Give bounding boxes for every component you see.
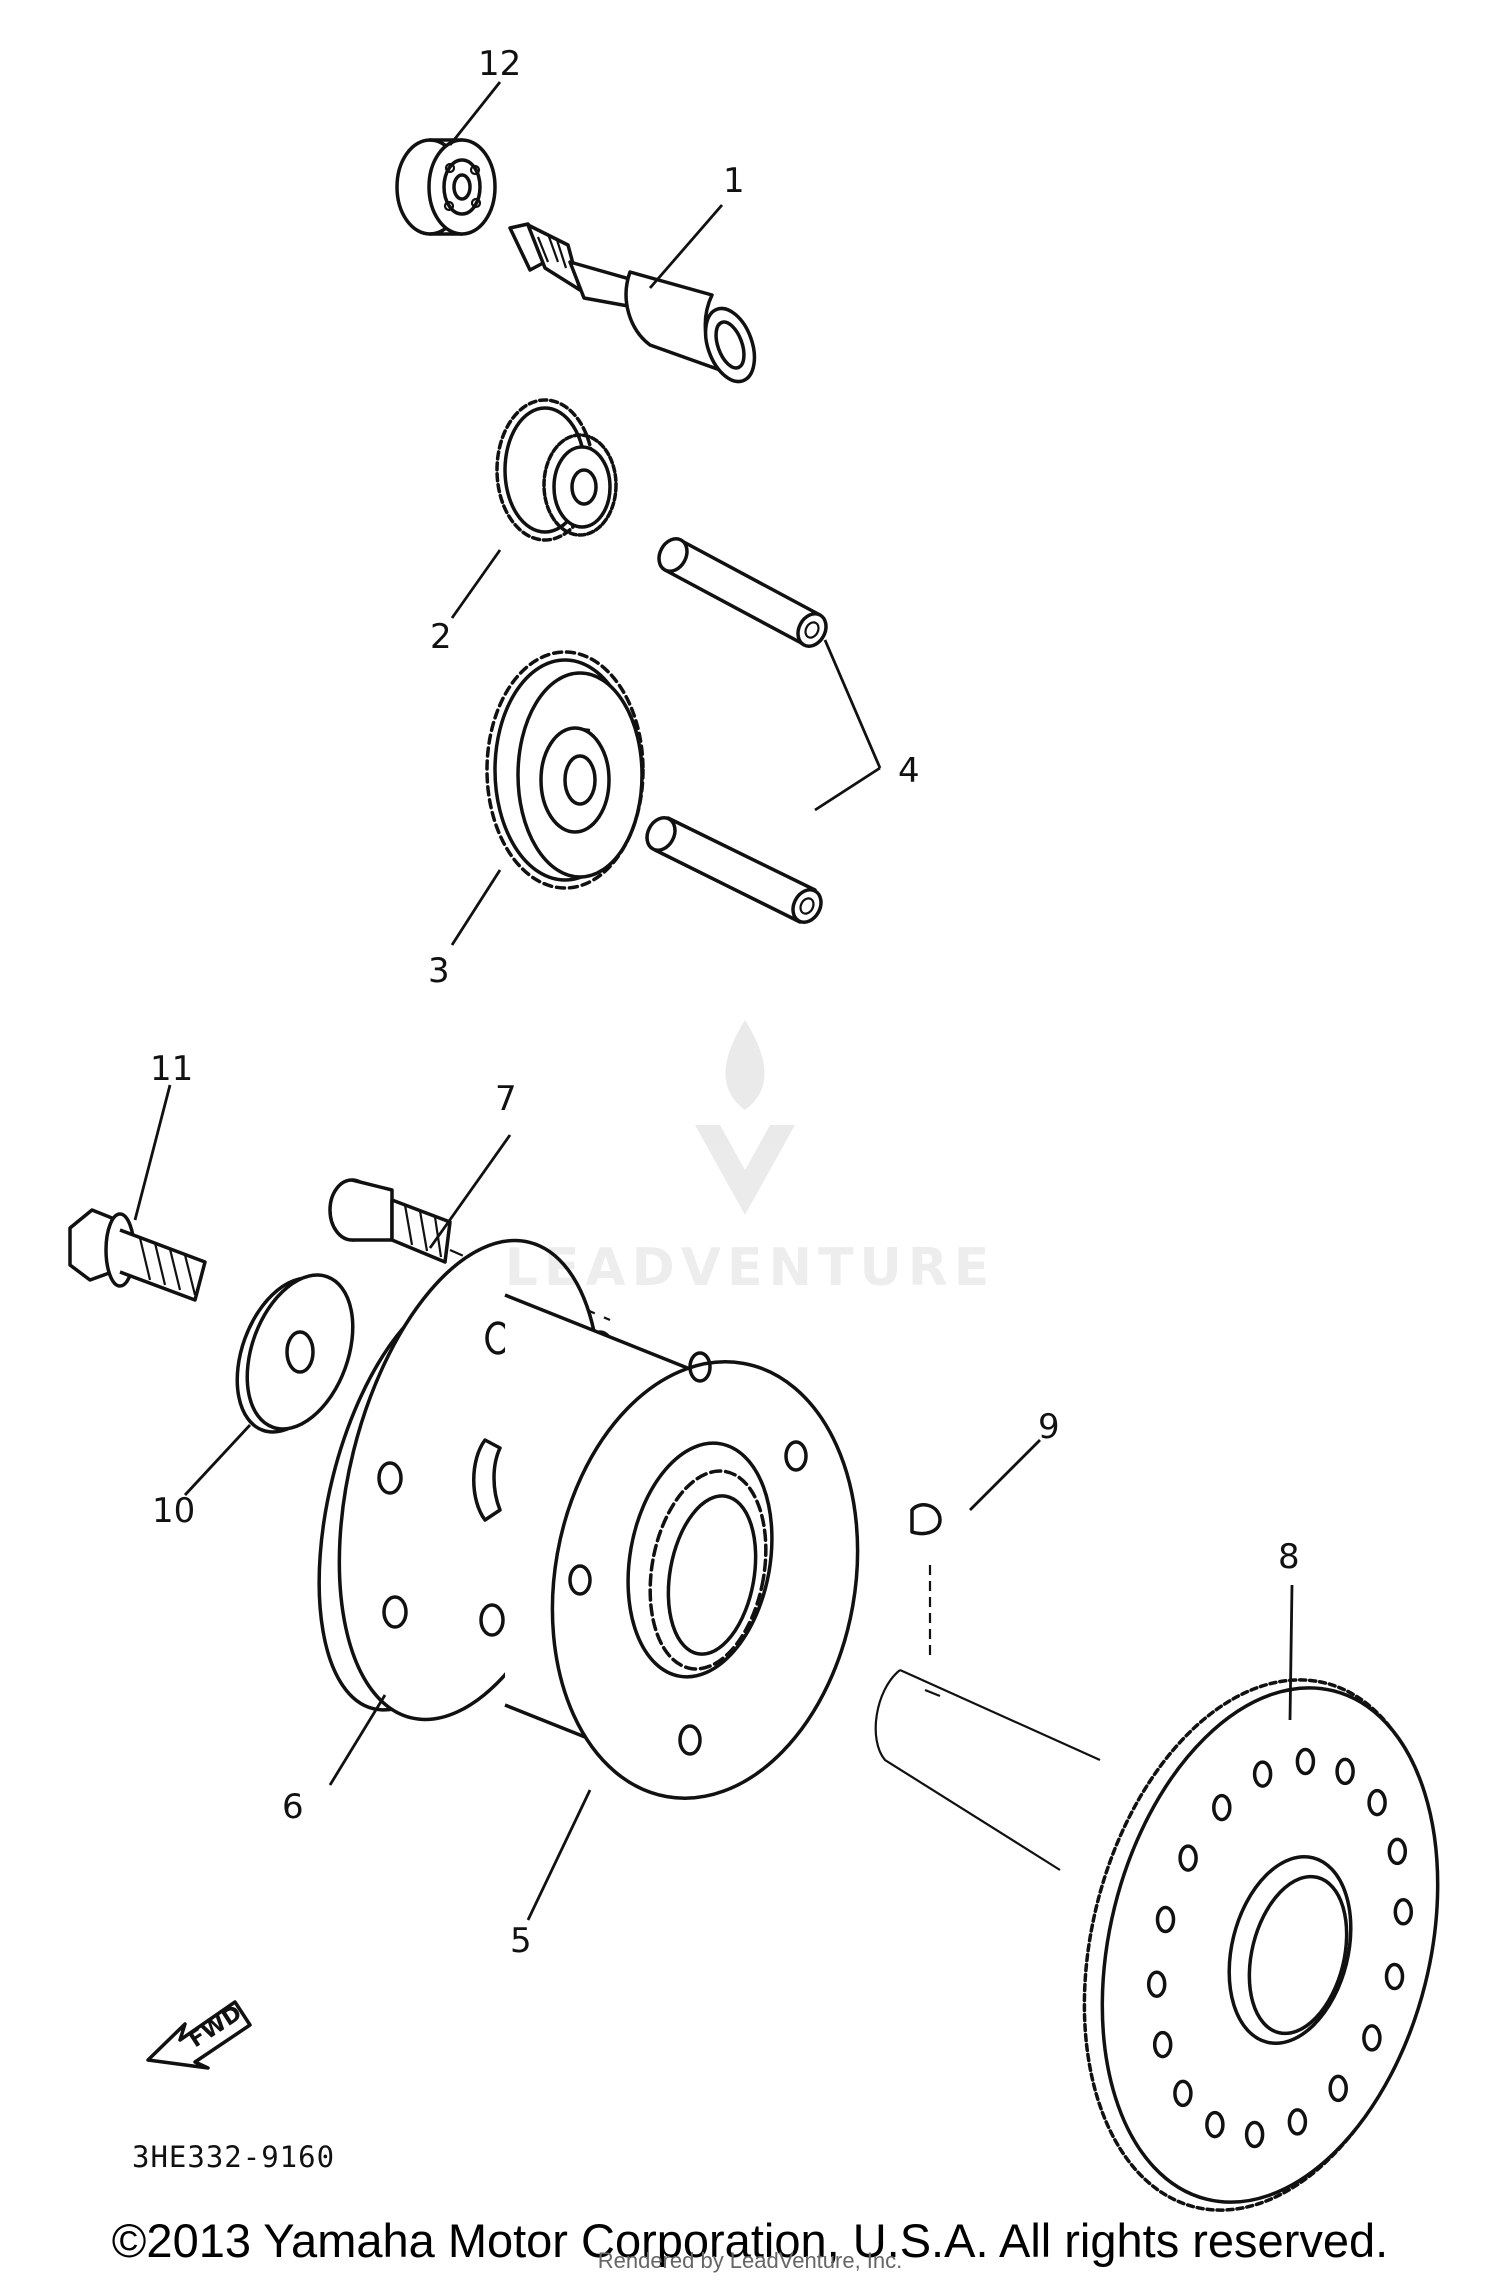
gear-bolt-hole bbox=[1287, 2108, 1308, 2136]
leadventure-watermark-logo bbox=[695, 1020, 795, 1215]
leader-lines bbox=[133, 81, 1294, 1921]
callout-3: 3 bbox=[428, 951, 450, 991]
part-11-flange-bolt bbox=[68, 1208, 207, 1302]
callout-12: 12 bbox=[478, 44, 521, 84]
part-8-bolt-holes bbox=[1146, 1747, 1414, 2149]
callout-1: 1 bbox=[723, 161, 745, 201]
part-1-shaft bbox=[508, 222, 757, 384]
callout-9: 9 bbox=[1038, 1407, 1060, 1447]
part-8-starter-wheel-gear bbox=[1082, 1678, 1440, 2212]
gear-bolt-hole bbox=[1173, 2079, 1193, 2108]
gear-bolt-hole bbox=[1146, 1970, 1167, 1998]
gear-bolt-hole bbox=[1152, 2030, 1173, 2059]
part-3-gear bbox=[485, 650, 645, 890]
crankshaft-end bbox=[874, 1668, 1101, 1871]
watermark-text: LEADVENTURE bbox=[504, 1238, 996, 1298]
part-10-washer bbox=[235, 1273, 355, 1434]
gear-bolt-hole bbox=[1328, 2074, 1348, 2103]
gear-bolt-hole bbox=[1387, 1837, 1408, 1866]
callout-11: 11 bbox=[150, 1049, 193, 1089]
gear-bolt-hole bbox=[1155, 1905, 1176, 1934]
callout-7: 7 bbox=[495, 1079, 517, 1119]
rendered-by-note: Rendered by LeadVenture, Inc. bbox=[597, 2248, 903, 2273]
copyright-notice: ©2013 Yamaha Motor Corporation, U.S.A. A… bbox=[111, 2214, 1389, 2267]
gear-bolt-hole bbox=[1335, 1757, 1355, 1786]
gear-bolt-hole bbox=[1295, 1747, 1316, 1776]
part-9-woodruff-key bbox=[910, 1503, 942, 1660]
part-5-starter-clutch bbox=[504, 1293, 860, 1800]
gear-bolt-hole bbox=[1252, 1760, 1273, 1788]
gear-bolt-hole bbox=[1244, 2120, 1265, 2149]
gear-bolt-hole bbox=[1367, 1788, 1387, 1817]
callout-4: 4 bbox=[898, 751, 920, 791]
callout-10: 10 bbox=[152, 1491, 195, 1531]
fwd-arrow-icon: FWD bbox=[146, 2000, 252, 2070]
callout-6: 6 bbox=[282, 1787, 304, 1827]
part-2-double-gear bbox=[495, 398, 618, 542]
gear-bolt-hole bbox=[1205, 2110, 1225, 2139]
gear-bolt-hole bbox=[1212, 1793, 1232, 1822]
gear-bolt-hole bbox=[1384, 1962, 1405, 1991]
part-4-pins bbox=[645, 537, 828, 924]
part-12-bearing bbox=[395, 138, 497, 236]
diagram-part-code: 3HE332-9160 bbox=[132, 2140, 336, 2174]
callout-8: 8 bbox=[1278, 1537, 1300, 1577]
callout-2: 2 bbox=[430, 617, 452, 657]
gear-bolt-hole bbox=[1178, 1844, 1198, 1872]
callout-labels: 1 2 3 4 5 6 7 8 9 10 11 12 bbox=[150, 44, 1300, 1961]
gear-bolt-hole bbox=[1393, 1898, 1414, 1926]
gear-bolt-hole bbox=[1362, 2024, 1382, 2052]
callout-5: 5 bbox=[510, 1921, 532, 1961]
